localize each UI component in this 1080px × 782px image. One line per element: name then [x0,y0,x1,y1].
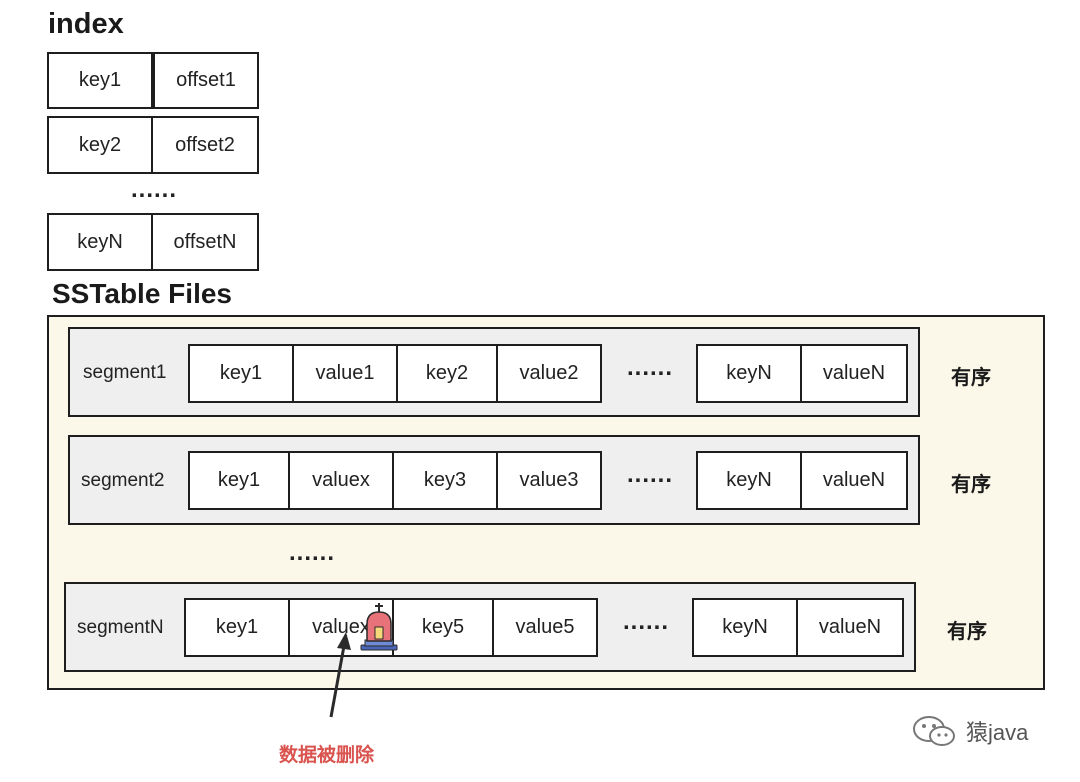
segment1-cell-value1: value1 [294,344,398,403]
segment2-cell-keyn: keyN [696,451,802,510]
watermark: 猿java [910,714,1028,748]
segment2-cell-value3: value3 [498,451,602,510]
segmentn-cell-key1: key1 [184,598,290,657]
segment1-ordered-label: 有序 [951,367,991,389]
index-key-cell-n: keyN [47,213,153,271]
index-ellipsis: ...... [131,176,178,203]
segmentn-cell-value5: value5 [494,598,598,657]
segment2-ellipsis: ...... [627,461,674,488]
tombstone-icon [360,603,398,651]
segment1-cell-valuen: valueN [802,344,908,403]
segmentn-cell-key5: key5 [394,598,494,657]
segment1-cell-key2: key2 [398,344,498,403]
segmentn-ellipsis: ...... [623,608,670,635]
index-offset-cell-1: offset1 [153,52,259,109]
segment2-cell-valuex: valuex [290,451,394,510]
segmentn-cell-valuen: valueN [798,598,904,657]
segment2-ordered-label: 有序 [951,474,991,496]
index-title: index [48,8,124,40]
segment1-cell-keyn: keyN [696,344,802,403]
segmentn-cell-keyn: keyN [692,598,798,657]
sstable-title: SSTable Files [52,278,232,309]
index-offset-cell-2: offset2 [153,116,259,174]
index-offset-cell-n: offsetN [153,213,259,271]
watermark-text: 猿java [966,720,1029,745]
segmentn-ordered-label: 有序 [947,621,987,643]
segment-label-n: segmentN [77,617,164,638]
segment2-cell-key1: key1 [188,451,290,510]
segment2-cell-valuen: valueN [802,451,908,510]
segment-label-1: segment1 [83,362,167,383]
arrow-icon [329,632,351,718]
segments-ellipsis: ...... [289,539,336,566]
segment-label-2: segment2 [81,470,165,491]
index-key-cell-2: key2 [47,116,153,174]
segment2-cell-key3: key3 [394,451,498,510]
deleted-data-label: 数据被删除 [279,745,375,766]
segment1-cell-value2: value2 [498,344,602,403]
index-key-cell-1: key1 [47,52,153,109]
segment1-cell-key1: key1 [188,344,294,403]
segment1-ellipsis: ...... [627,354,674,381]
wechat-icon [913,716,955,746]
